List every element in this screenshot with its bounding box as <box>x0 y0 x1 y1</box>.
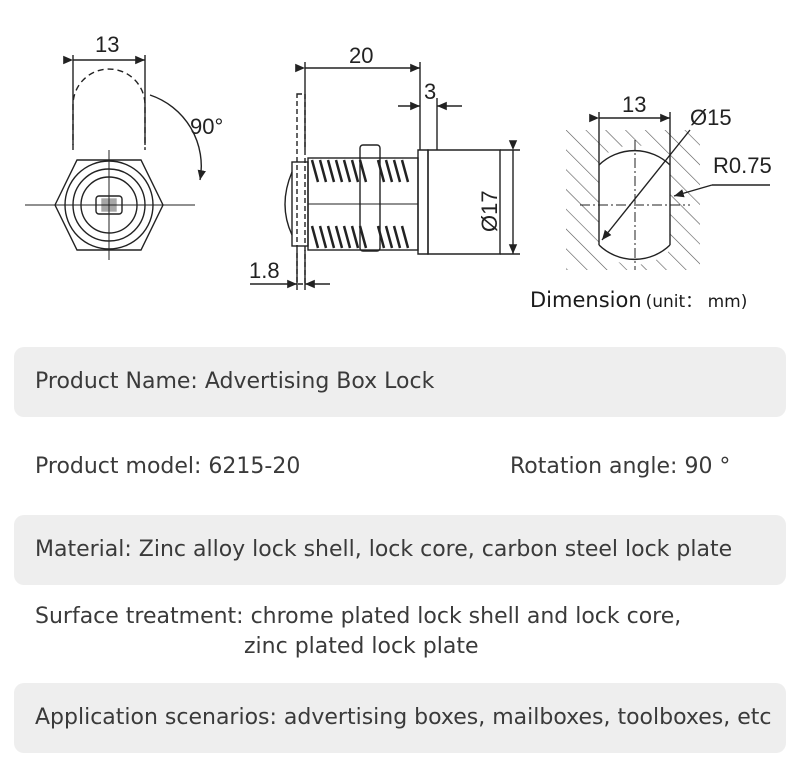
product-name-row: Product Name: Advertising Box Lock <box>14 347 786 417</box>
rotation-angle-label: 90° <box>190 114 223 139</box>
front-width-label: 13 <box>95 32 119 57</box>
plate-thickness-label: 1.8 <box>249 258 280 283</box>
cutout-width-label: 13 <box>622 92 646 117</box>
product-model-text: Product model: 6215-20 <box>35 454 301 479</box>
surface-treatment-row: Surface treatment: chrome plated lock sh… <box>14 602 786 668</box>
cap-diameter-label: Ø17 <box>477 190 502 232</box>
material-row: Material: Zinc alloy lock shell, lock co… <box>14 515 786 585</box>
dimension-diagram: 13 90° 20 3 Ø17 1.8 <box>25 32 772 290</box>
application-row: Application scenarios: advertising boxes… <box>14 683 786 753</box>
surface-treatment-line1: Surface treatment: chrome plated lock sh… <box>35 604 682 629</box>
cutout-view <box>566 112 770 270</box>
dimension-title: Dimension <box>530 288 642 312</box>
cap-thickness-label: 3 <box>424 79 436 104</box>
cutout-diameter-label: Ø15 <box>690 105 732 130</box>
application-text: Application scenarios: advertising boxes… <box>35 705 772 730</box>
product-model-row: Product model: 6215-20 Rotation angle: 9… <box>14 442 786 492</box>
material-text: Material: Zinc alloy lock shell, lock co… <box>35 537 733 562</box>
corner-radius-label: R0.75 <box>713 153 772 178</box>
dimension-caption: Dimension(unit： mm) <box>530 287 747 312</box>
dimension-unit: (unit： mm) <box>645 292 748 312</box>
rotation-angle-text: Rotation angle: 90 ° <box>510 454 731 479</box>
side-length-label: 20 <box>349 43 373 68</box>
product-name-text: Product Name: Advertising Box Lock <box>35 369 435 394</box>
side-view <box>250 62 520 290</box>
surface-treatment-line2: zinc plated lock plate <box>244 634 479 659</box>
front-view <box>25 55 206 260</box>
